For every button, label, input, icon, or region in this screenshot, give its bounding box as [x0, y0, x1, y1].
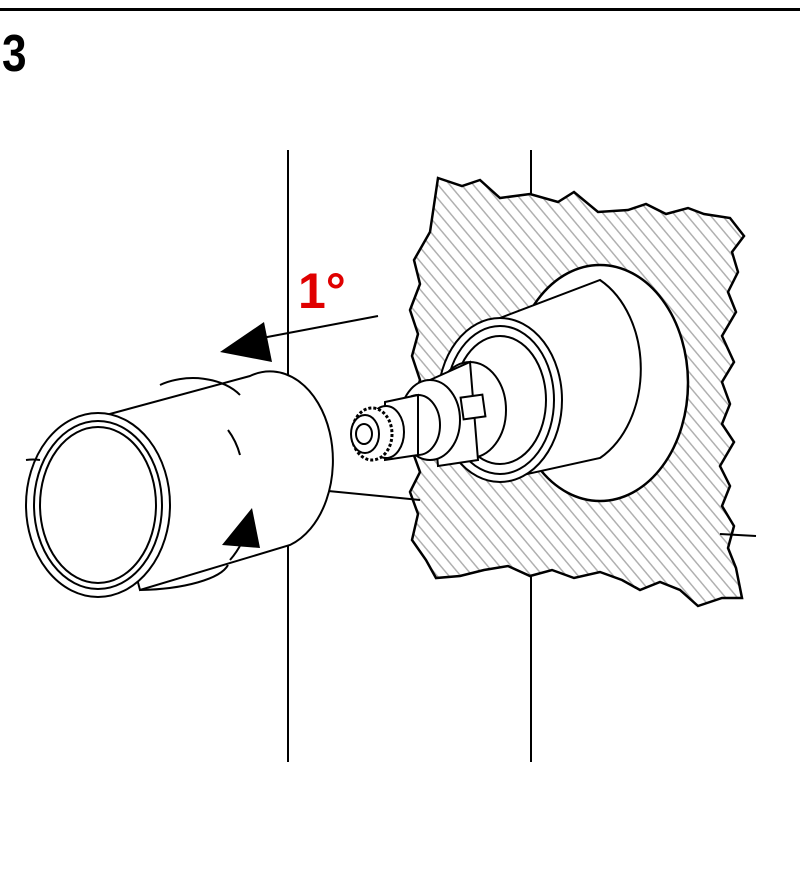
guide-line: [317, 489, 421, 501]
cover-sleeve: [25, 370, 334, 598]
wall-line-stub: [719, 533, 757, 537]
angle-label: 1°: [298, 263, 346, 319]
valve-body: [350, 278, 642, 483]
top-rule: [0, 8, 800, 11]
direction-arrow: [220, 315, 379, 362]
step-number: 3: [2, 25, 27, 83]
rotation-arrow: [222, 508, 260, 561]
